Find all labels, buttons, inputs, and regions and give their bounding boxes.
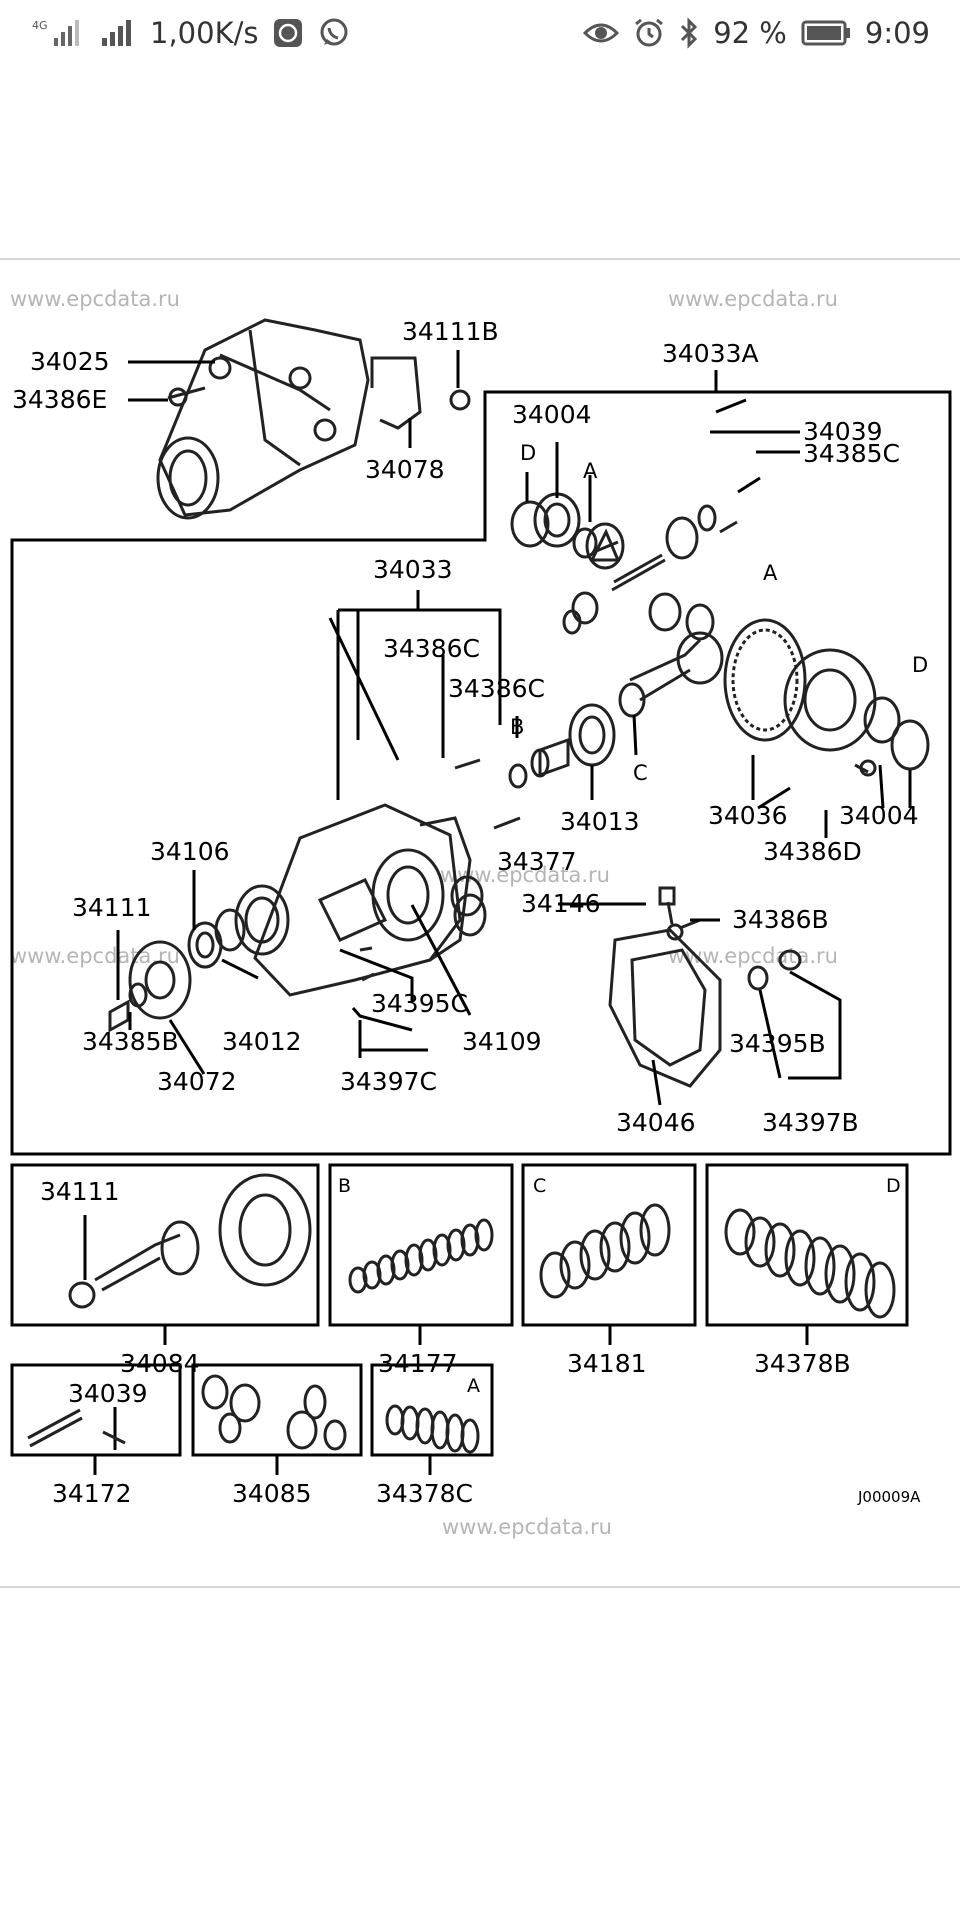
bluetooth-icon xyxy=(679,17,699,49)
status-left: 4G 1,00K/s xyxy=(30,16,350,50)
part-label: 34072 xyxy=(157,1067,237,1096)
status-bar: 4G 1,00K/s xyxy=(0,0,960,66)
part-label: 34395B xyxy=(729,1029,826,1058)
kit-box-34085 xyxy=(191,1363,363,1457)
kit-code: 34378C xyxy=(376,1479,473,1508)
kit-part-label: 34111 xyxy=(40,1177,120,1206)
part-label: 34004 xyxy=(512,400,592,429)
kit-part-label: 34039 xyxy=(68,1379,148,1408)
status-right: 92 % 9:09 xyxy=(583,16,930,50)
kit-box-34378B xyxy=(705,1163,909,1327)
kit-letter: C xyxy=(533,1175,546,1197)
alarm-icon xyxy=(633,17,665,49)
part-label: 34397B xyxy=(762,1108,859,1137)
battery-percent: 92 % xyxy=(713,16,787,50)
part-number-labels: 34025 34386E 34111B 34078 34033A 34004 3… xyxy=(12,317,919,1137)
kit-letter: D xyxy=(886,1175,901,1197)
battery-icon xyxy=(801,20,851,46)
whatsapp-icon xyxy=(318,17,350,49)
axle-housing-drawing xyxy=(234,758,521,997)
letter-marker: A xyxy=(583,459,598,483)
watermark: www.epcdata.ru xyxy=(668,287,838,311)
letter-marker: B xyxy=(510,715,524,739)
part-label: 34106 xyxy=(150,837,230,866)
eye-icon xyxy=(583,18,620,48)
app-notification-icon xyxy=(272,17,304,49)
letter-marker: D xyxy=(520,441,536,465)
part-label: 34385B xyxy=(82,1027,179,1056)
signal-4g-icon: 4G xyxy=(30,16,86,50)
part-label: 34386C xyxy=(383,634,480,663)
kit-code: 34085 xyxy=(232,1479,312,1508)
part-label: 34036 xyxy=(708,801,788,830)
watermark: www.epcdata.ru xyxy=(668,944,838,968)
part-label: 34377 xyxy=(497,847,577,876)
watermark: www.epcdata.ru xyxy=(10,287,180,311)
kit-code: 34177 xyxy=(378,1349,458,1378)
part-label: 34046 xyxy=(616,1108,696,1137)
part-label: 34078 xyxy=(365,455,445,484)
diagram-code: J00009A xyxy=(857,1488,921,1506)
kit-letter: A xyxy=(467,1375,480,1397)
part-label: 34395C xyxy=(371,989,468,1018)
watermark: www.epcdata.ru xyxy=(442,1515,612,1539)
kit-code: 34172 xyxy=(52,1479,132,1508)
part-label: 34386D xyxy=(763,837,862,866)
part-label: 34111 xyxy=(72,893,152,922)
svg-text:4G: 4G xyxy=(32,19,48,32)
part-label: 34111B xyxy=(402,317,499,346)
kit-code: 34084 xyxy=(120,1349,200,1378)
part-label: 34004 xyxy=(839,801,919,830)
kit-box-34378C xyxy=(370,1363,494,1457)
part-label: 34385C xyxy=(803,439,900,468)
carrier-housing-drawing xyxy=(156,318,422,520)
part-label: 34039 xyxy=(803,417,883,446)
part-label: 34386B xyxy=(732,905,829,934)
part-label: 34033 xyxy=(373,555,453,584)
letter-marker: C xyxy=(633,761,648,785)
part-label: 34025 xyxy=(30,347,110,376)
part-label: 34013 xyxy=(560,807,640,836)
part-label: 34146 xyxy=(521,889,601,918)
letter-marker: A xyxy=(763,561,778,585)
clock-time: 9:09 xyxy=(864,16,930,50)
part-label: 34033A xyxy=(662,339,759,368)
letter-marker: D xyxy=(912,653,928,677)
exploded-parts-diagram: www.epcdata.ru www.epcdata.ru www.epcdat… xyxy=(10,287,952,1539)
kit-letter: B xyxy=(338,1175,351,1197)
differential-parts-drawing xyxy=(508,492,930,789)
signal-bars-icon xyxy=(100,16,136,50)
kit-code: 34181 xyxy=(567,1349,647,1378)
parts-diagram-image[interactable]: www.epcdata.ru www.epcdata.ru www.epcdat… xyxy=(0,258,960,1588)
part-label: 34012 xyxy=(222,1027,302,1056)
kit-code: 34378B xyxy=(754,1349,851,1378)
network-speed: 1,00K/s xyxy=(150,16,259,50)
part-label: 34386C xyxy=(448,674,545,703)
rear-cover-drawing xyxy=(608,886,802,1088)
part-label: 34109 xyxy=(462,1027,542,1056)
part-label: 34386E xyxy=(12,385,107,414)
part-label: 34397C xyxy=(340,1067,437,1096)
